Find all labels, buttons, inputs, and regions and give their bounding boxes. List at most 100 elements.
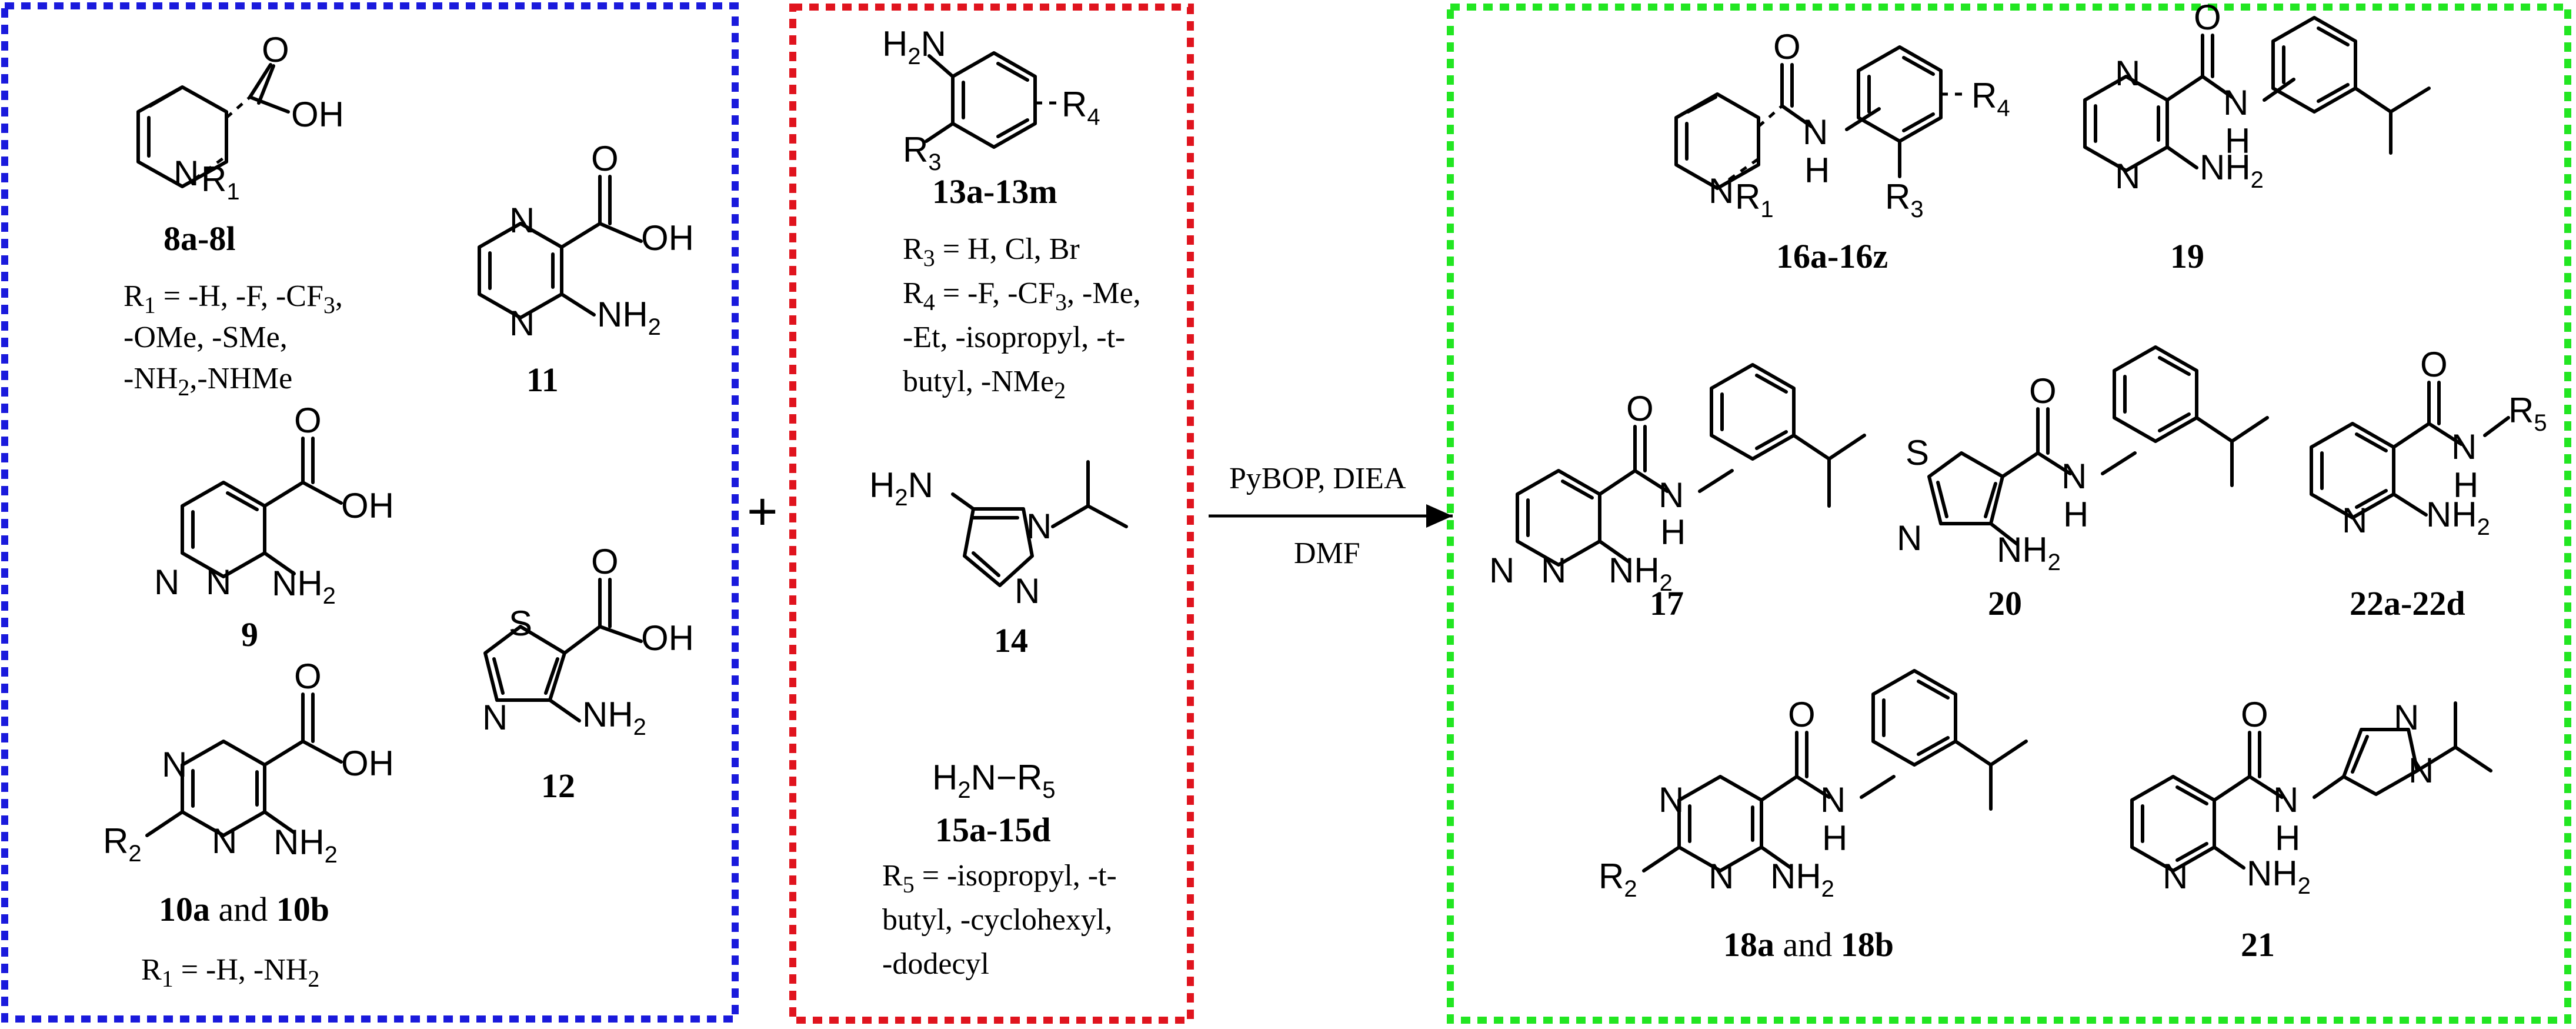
structure-13: H2N R3 R4 — [882, 24, 1100, 175]
substituent-note-13-r4-line2: -Et, -isopropyl, -t- — [903, 321, 1125, 354]
atom-nh2: NH2 — [2247, 854, 2311, 899]
atom-n: N — [212, 821, 237, 861]
atom-oh: OH — [291, 95, 344, 134]
atom-h2n: H2N — [882, 24, 946, 69]
reaction-arrow: PyBOP, DIEA DMF — [1209, 462, 1453, 570]
atom-o: O — [294, 657, 322, 696]
structure-20: O N H S N NH2 — [1897, 345, 2269, 575]
compound-label-20: 20 — [1988, 584, 2022, 622]
atom-n: N — [509, 304, 535, 343]
atom-n: N — [1820, 780, 1846, 820]
plus-sign: + — [747, 482, 778, 541]
atom-r4: R4 — [1062, 85, 1100, 130]
atom-s: S — [1906, 433, 1929, 472]
atom-o: O — [2241, 695, 2268, 734]
atom-o: O — [294, 401, 322, 440]
substituent-note-8-line1: R1 = -H, -F, -CF3, — [124, 279, 343, 318]
atom-n: N — [154, 562, 179, 602]
structure-22: O N H R5 N NH2 — [2310, 345, 2547, 540]
atom-oh: OH — [341, 744, 394, 783]
atom-o: O — [1788, 695, 1816, 734]
atom-n: N — [1015, 571, 1040, 611]
compound-label-18: 18a and 18b — [1723, 925, 1894, 964]
substituent-note-10: R1 = -H, -NH2 — [141, 953, 319, 992]
atom-n: N — [1489, 551, 1514, 590]
structure-21: O N H N N N NH2 — [2130, 695, 2492, 899]
atom-n: N — [2394, 698, 2419, 737]
substituent-note-8-line3: -NH2,-NHMe — [124, 362, 292, 401]
atom-n: N — [2115, 54, 2140, 93]
structure-17: O N H N N NH2 — [1489, 363, 1866, 596]
atom-n: N — [162, 745, 187, 784]
atom-oh: OH — [641, 618, 694, 658]
substituent-note-15-line2: butyl, -cyclohexyl, — [882, 903, 1112, 937]
substituent-note-15-line1: R5 = -isopropyl, -t- — [882, 859, 1117, 898]
atom-n: N — [2223, 83, 2248, 122]
atom-n: N — [482, 698, 508, 737]
compound-label-13: 13a-13m — [932, 172, 1057, 211]
atom-nh2: NH2 — [1997, 530, 2061, 575]
atom-n: N — [1897, 518, 1922, 558]
atom-h: H — [2225, 121, 2250, 161]
atom-o: O — [262, 30, 289, 69]
compound-label-12: 12 — [541, 767, 575, 805]
reactant-box-amines — [789, 4, 1194, 1024]
atom-oh: OH — [641, 218, 694, 258]
atom-n: N — [2273, 780, 2298, 820]
atom-nh2: NH2 — [2200, 148, 2264, 193]
substituent-note-13-r4: R4 = -F, -CF3, -Me, — [903, 277, 1141, 315]
amine-15: H2N−R5 — [932, 758, 1056, 803]
atom-nh2: NH2 — [1770, 857, 1834, 902]
compound-label-19: 19 — [2170, 237, 2204, 275]
compound-label-8: 8a-8l — [163, 219, 235, 258]
atom-h: H — [2275, 818, 2300, 858]
atom-r5: R5 — [2508, 391, 2547, 436]
structure-18: O N H N N NH2 R2 — [1599, 669, 2028, 902]
atom-nh2: NH2 — [273, 822, 338, 868]
atom-n: N — [2163, 857, 2188, 896]
product-box — [1447, 4, 2571, 1024]
atom-s: S — [509, 604, 532, 643]
atom-nh2: NH2 — [597, 295, 661, 340]
compound-label-14: 14 — [994, 621, 1028, 660]
atom-n: N — [2115, 156, 2140, 196]
atom-nh: N — [1803, 112, 1828, 152]
substituent-note-13-r3: R3 = H, Cl, Br — [903, 232, 1080, 271]
atom-n: N — [1709, 857, 1734, 896]
structure-8: O OH N R1 — [136, 30, 344, 205]
atom-n: N — [509, 201, 535, 240]
substituent-note-13-r4-line3: butyl, -NMe2 — [903, 365, 1066, 404]
atom-r3: R3 — [1885, 177, 1924, 222]
atom-h: H — [1822, 818, 1847, 858]
atom-h: H — [2453, 465, 2478, 505]
compound-label-16: 16a-16z — [1776, 237, 1888, 275]
reactant-box-acids — [1, 2, 739, 1023]
atom-o: O — [2194, 0, 2221, 37]
atom-h: H — [1804, 151, 1830, 190]
atom-n: N — [1541, 551, 1566, 590]
atom-r2: R2 — [103, 821, 142, 867]
atom-n: N — [206, 562, 231, 602]
atom-r1: R1 — [1735, 177, 1774, 222]
structure-16: O N H N R1 R3 R4 — [1674, 27, 2010, 222]
atom-o: O — [2420, 345, 2448, 384]
atom-n: N — [2451, 427, 2477, 467]
compound-label-17: 17 — [1650, 584, 1684, 622]
substituent-note-8-line2: -OMe, -SMe, — [124, 321, 288, 354]
atom-r2: R2 — [1599, 857, 1637, 902]
atom-r1: R1 — [201, 159, 240, 205]
structure-11: O OH N N NH2 — [478, 139, 694, 343]
atom-o: O — [591, 139, 619, 178]
structure-14: H2N N N — [869, 460, 1128, 611]
atom-nh2: NH2 — [272, 564, 336, 609]
substituent-note-15-line3: -dodecyl — [882, 947, 989, 981]
atom-h: H — [1660, 512, 1686, 552]
atom-h: H — [2063, 495, 2088, 534]
reaction-solvent: DMF — [1294, 537, 1360, 570]
atom-oh: OH — [341, 486, 394, 525]
atom-n: N — [2342, 501, 2367, 540]
reaction-reagents: PyBOP, DIEA — [1229, 462, 1406, 495]
atom-nh2: NH2 — [582, 695, 646, 740]
atom-h2n: H2N — [869, 465, 933, 511]
